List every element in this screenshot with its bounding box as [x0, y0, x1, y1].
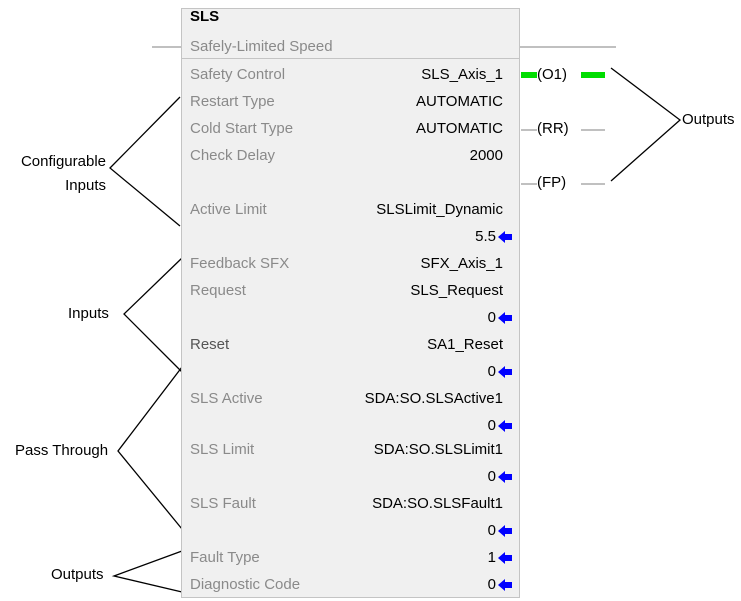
- sls-active-value[interactable]: SDA:SO.SLSActive1: [364, 390, 503, 407]
- check-delay-value[interactable]: 2000: [469, 147, 503, 164]
- cold-start-type-label: Cold Start Type: [190, 120, 294, 137]
- coil-o1-label: O1: [542, 66, 563, 83]
- request-arrow-icon: [498, 312, 512, 324]
- fault-type-label: Fault Type: [190, 549, 260, 566]
- request-value[interactable]: SLS_Request: [410, 282, 503, 299]
- request-label: Request: [190, 282, 246, 299]
- active-limit-value[interactable]: SLSLimit_Dynamic: [376, 201, 503, 218]
- check-delay-label: Check Delay: [190, 147, 276, 164]
- active-limit-label: Active Limit: [190, 201, 267, 218]
- diagnostic-code-current: 0: [487, 576, 496, 593]
- o1-left-rail: [521, 72, 537, 78]
- sls-active-label: SLS Active: [190, 390, 263, 407]
- sls-active-arrow-icon: [498, 420, 512, 432]
- sls-instruction-block[interactable]: [181, 8, 520, 598]
- sls-limit-arrow-icon: [498, 471, 512, 483]
- active-limit-current: 5.5: [475, 228, 496, 245]
- safety-control-value[interactable]: SLS_Axis_1: [421, 66, 503, 83]
- coil-fp[interactable]: (FP): [537, 174, 567, 191]
- fault-type-current: 1: [487, 549, 496, 566]
- sls-limit-label: SLS Limit: [190, 441, 255, 458]
- reset-current: 0: [487, 363, 496, 380]
- reset-value[interactable]: SA1_Reset: [427, 336, 503, 353]
- restart-type-label: Restart Type: [190, 93, 275, 110]
- feedback-sfx-label: Feedback SFX: [190, 255, 290, 272]
- reset-label: Reset: [190, 336, 230, 353]
- sls-limit-current: 0: [487, 468, 496, 485]
- sls-fault-arrow-icon: [498, 525, 512, 537]
- fault-type-arrow-icon: [498, 552, 512, 564]
- cold-start-type-value[interactable]: AUTOMATIC: [416, 120, 503, 137]
- configurable-inputs-bracket: [109, 96, 181, 227]
- diagnostic-code-label: Diagnostic Code: [190, 576, 301, 593]
- inputs-annotation: Inputs: [68, 305, 109, 322]
- inputs-bracket: [123, 257, 183, 373]
- active-limit-arrow-icon: [498, 231, 512, 243]
- outputs-right-annotation: Outputs: [682, 111, 735, 128]
- coil-o1[interactable]: (O1): [537, 66, 568, 83]
- configurable-inputs-line1: Configurable: [20, 153, 106, 170]
- outputs-right-bracket: [610, 67, 682, 182]
- coil-fp-label: FP: [542, 174, 562, 191]
- sls-active-current: 0: [487, 417, 496, 434]
- configurable-inputs-line2: Inputs: [65, 177, 106, 194]
- outputs-left-bracket: [111, 550, 183, 593]
- block-title: SLS: [190, 8, 220, 25]
- o1-right-rail: [581, 72, 605, 78]
- request-current: 0: [487, 309, 496, 326]
- sls-limit-value[interactable]: SDA:SO.SLSLimit1: [373, 441, 503, 458]
- sls-fault-current: 0: [487, 522, 496, 539]
- restart-type-value[interactable]: AUTOMATIC: [416, 93, 503, 110]
- reset-arrow-icon: [498, 366, 512, 378]
- title-divider: [181, 58, 520, 59]
- coil-rr[interactable]: (RR): [537, 120, 569, 137]
- outputs-left-annotation: Outputs: [51, 566, 104, 583]
- diagnostic-code-arrow-icon: [498, 579, 512, 591]
- configurable-inputs-annotation: Configurable Inputs: [12, 150, 106, 198]
- coil-rr-label: RR: [542, 120, 564, 137]
- safety-control-label: Safety Control: [190, 66, 286, 83]
- pass-through-bracket: [117, 366, 183, 530]
- sls-fault-value[interactable]: SDA:SO.SLSFault1: [372, 495, 503, 512]
- sls-fault-label: SLS Fault: [190, 495, 256, 512]
- block-description: Safely-Limited Speed: [190, 38, 333, 55]
- feedback-sfx-value[interactable]: SFX_Axis_1: [420, 255, 503, 272]
- pass-through-annotation: Pass Through: [15, 442, 109, 459]
